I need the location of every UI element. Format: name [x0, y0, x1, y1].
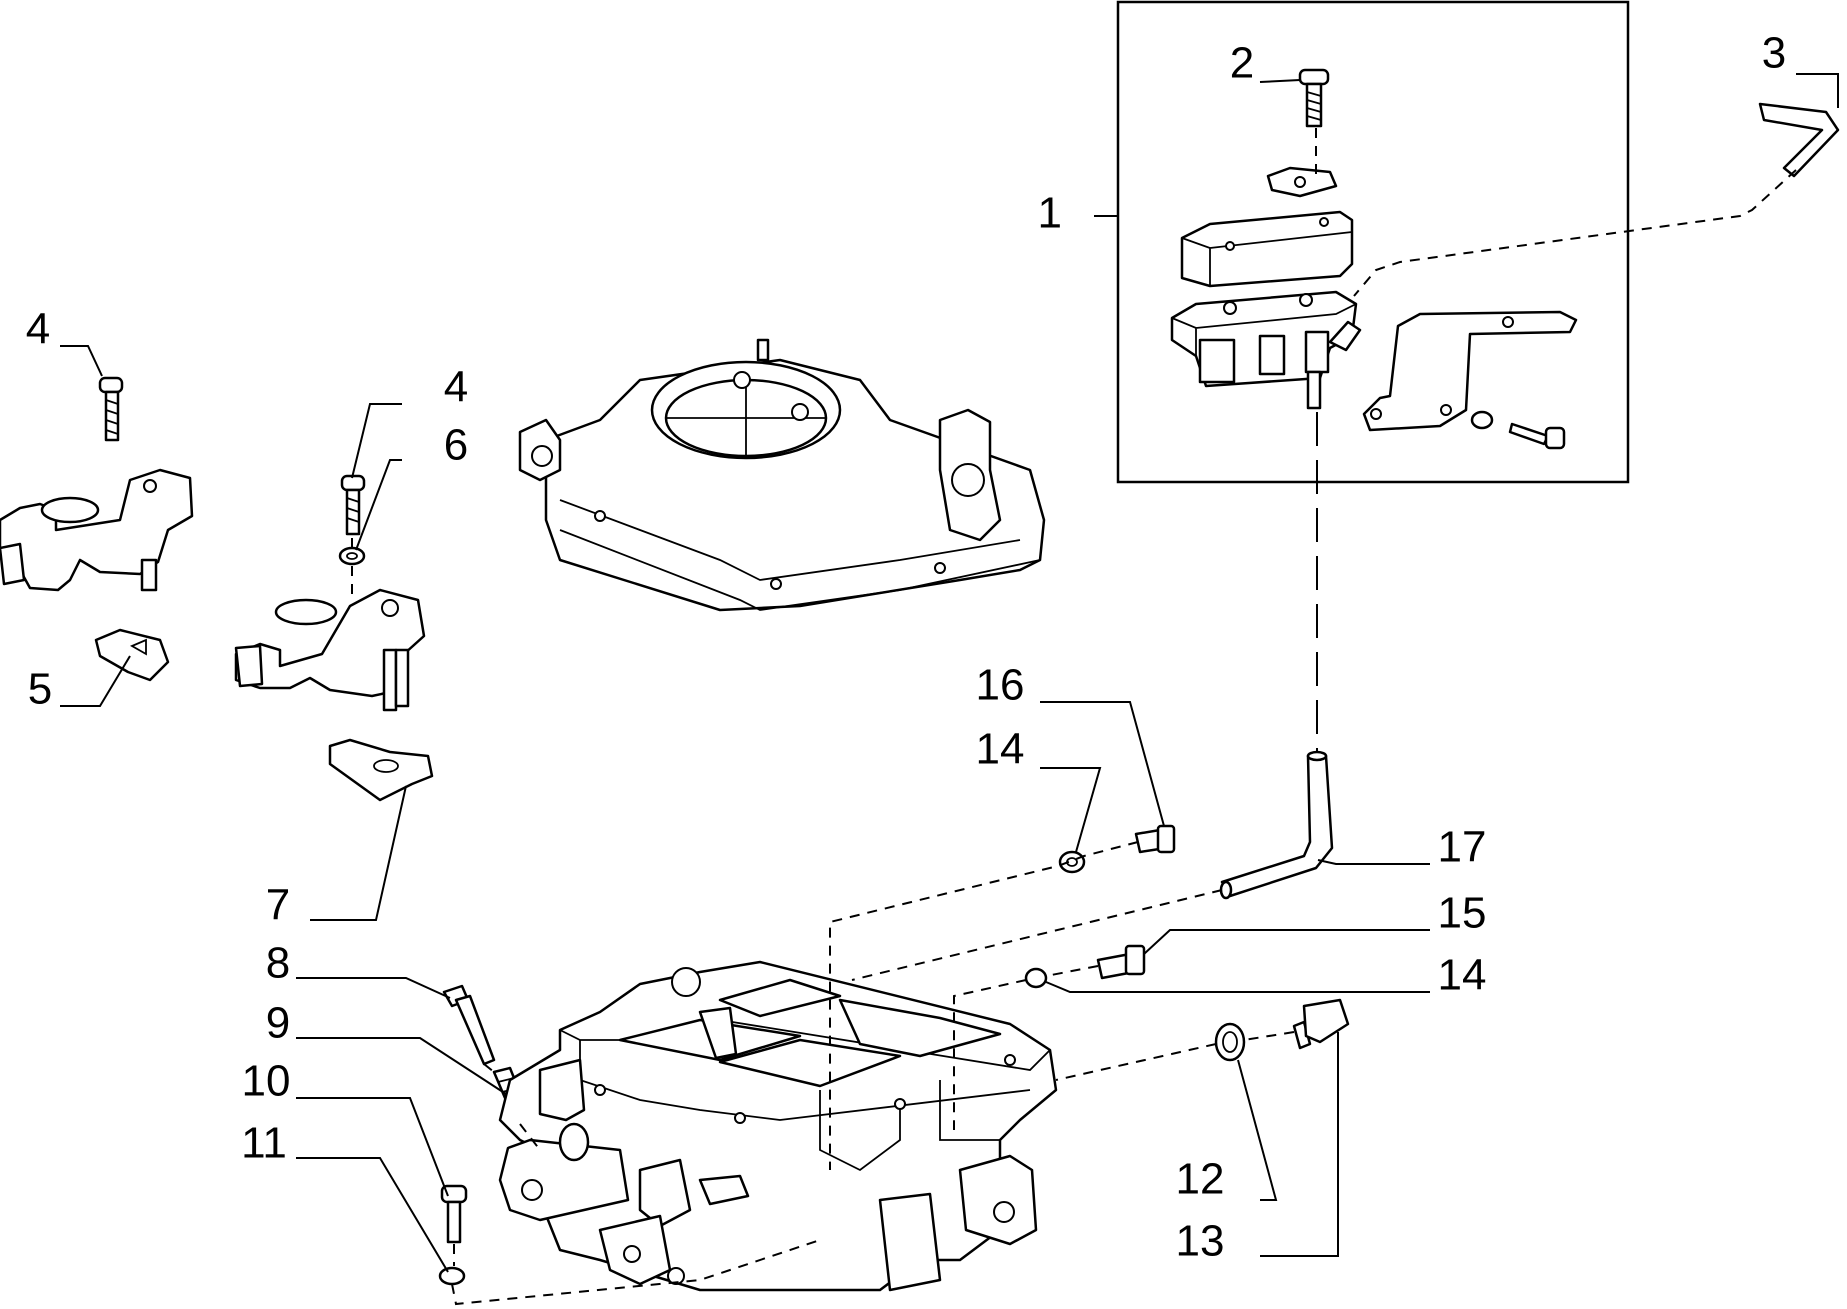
washer-part-6	[338, 546, 366, 566]
leader-15	[1143, 929, 1430, 955]
connection-line-part-16	[829, 841, 1139, 1170]
callout-2: 2	[1230, 39, 1254, 88]
connection-line-part-17	[851, 889, 1223, 981]
connection-line-part-12-13	[1055, 1031, 1295, 1081]
callout-14-lower: 14	[1438, 951, 1487, 1000]
leader-11	[296, 1157, 449, 1273]
connection-line-part-15	[953, 965, 1099, 1130]
leader-3	[1796, 73, 1839, 108]
leader-6	[355, 459, 402, 551]
valve-cover	[1180, 210, 1354, 288]
leader-13	[1260, 1032, 1339, 1257]
callout-13: 13	[1176, 1217, 1225, 1266]
inset-frame-part-1	[1116, 0, 1630, 484]
leader-9	[296, 1037, 507, 1095]
callout-4-center: 4	[444, 363, 468, 412]
carburetor-main-body	[498, 960, 1058, 1292]
screw-part-15	[1096, 944, 1146, 980]
solenoid-body	[1170, 290, 1362, 410]
callout-3: 3	[1762, 29, 1786, 78]
hose-part-17	[1219, 750, 1334, 900]
screw-part-16	[1134, 824, 1176, 854]
leader-14b	[1045, 981, 1430, 993]
leader-7	[310, 785, 407, 921]
washer-part-14-upper	[1058, 850, 1086, 874]
leader-5	[60, 655, 131, 707]
screw-part-10	[440, 1184, 468, 1244]
callout-17: 17	[1438, 823, 1487, 872]
leader-4a	[60, 345, 103, 377]
leader-16	[1040, 701, 1165, 827]
plug-part-13	[1292, 998, 1350, 1050]
connection-line-part-11	[451, 1239, 821, 1306]
clamp-plate	[1266, 166, 1338, 198]
washer-part-14-lower	[1024, 967, 1048, 989]
leader-2	[1259, 79, 1301, 83]
screw-part-2	[1298, 68, 1330, 128]
leader-14a	[1040, 767, 1102, 853]
throttle-linkage-center	[234, 588, 426, 712]
callout-7: 7	[266, 881, 290, 930]
leader-12	[1237, 1059, 1278, 1201]
leader-8	[296, 977, 451, 999]
gasket-part-7	[328, 738, 434, 802]
callout-5: 5	[28, 665, 52, 714]
connection-line-part-3	[1353, 169, 1797, 297]
callout-4-left: 4	[26, 305, 50, 354]
leader-4b	[351, 403, 402, 479]
carburetor-top-cover	[518, 338, 1046, 612]
leader-17	[1317, 859, 1430, 865]
screw-part-8	[442, 984, 496, 1066]
gasket-part-12	[1214, 1022, 1246, 1062]
screw-part-4-left	[98, 376, 124, 442]
callout-10: 10	[242, 1057, 291, 1106]
callout-11: 11	[241, 1119, 287, 1168]
callout-9: 9	[266, 999, 290, 1048]
callout-16: 16	[976, 661, 1025, 710]
screw-part-4-center	[340, 474, 366, 536]
mounting-bracket	[1362, 310, 1578, 432]
washer-part-11	[438, 1266, 466, 1286]
washer-screw-inset	[1470, 410, 1566, 450]
callout-15: 15	[1438, 889, 1487, 938]
callout-14-upper: 14	[976, 725, 1025, 774]
hose-part-3	[1758, 102, 1840, 178]
gasket-part-5	[94, 628, 170, 682]
throttle-linkage-left	[0, 468, 194, 592]
connection-line-part-8-9	[483, 1063, 541, 1151]
callout-12: 12	[1176, 1155, 1225, 1204]
callout-1: 1	[1038, 189, 1062, 238]
callout-8: 8	[266, 939, 290, 988]
callout-6: 6	[444, 421, 468, 470]
leader-10	[296, 1097, 449, 1197]
